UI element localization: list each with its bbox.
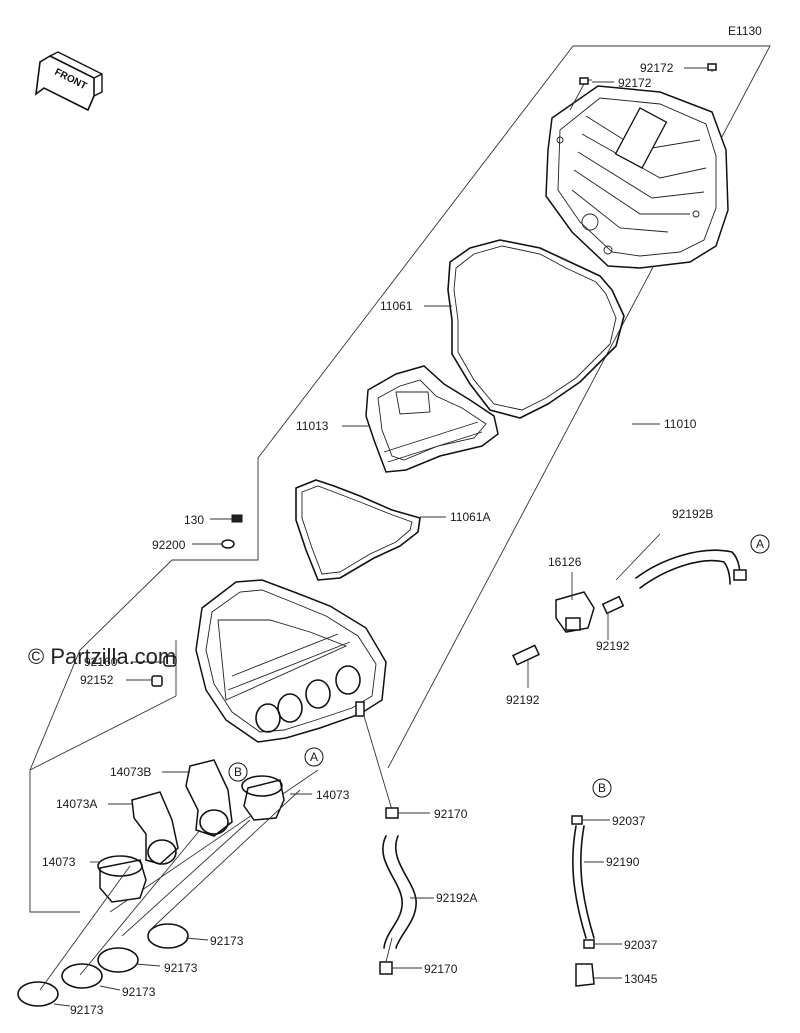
gasket-11061 xyxy=(447,239,625,419)
hose-92190 xyxy=(571,815,595,987)
front-arrow-icon: FRONT xyxy=(34,51,103,112)
callout-B-right: B xyxy=(592,778,612,798)
intake-duct-14073B xyxy=(185,759,233,837)
label-16126: 16126 xyxy=(548,555,582,569)
label-92192A: 92192A xyxy=(436,891,477,905)
washer-92200 xyxy=(192,539,235,549)
clamps-92173 xyxy=(17,923,189,1007)
part-labels: 92172 92172 11061 11013 11010 11061A 130… xyxy=(42,61,713,1017)
label-13045: 13045 xyxy=(624,972,658,986)
label-11061A: 11061A xyxy=(450,510,490,524)
diagram-code: E1130 xyxy=(728,24,762,38)
label-11013: 11013 xyxy=(296,419,329,433)
label-92173: 92173 xyxy=(164,961,198,975)
breather-hose-92192B xyxy=(635,549,747,589)
label-92192: 92192 xyxy=(596,639,630,653)
airbox-upper-cover xyxy=(545,85,729,269)
label-92173: 92173 xyxy=(210,934,244,948)
gasket-11061A xyxy=(295,479,421,581)
screw-92172 xyxy=(569,63,717,111)
label-92037: 92037 xyxy=(612,814,646,828)
label-92160: 92160 xyxy=(84,655,118,669)
airbox-lower-case xyxy=(195,579,387,743)
label-14073B: 14073B xyxy=(110,765,151,779)
svg-text:B: B xyxy=(598,781,606,795)
drain-hose-92192A xyxy=(363,715,417,975)
callout-B-left: B xyxy=(228,762,248,782)
intake-duct-14073A xyxy=(131,791,179,865)
label-92170: 92170 xyxy=(434,807,468,821)
hoses-92192 xyxy=(512,595,625,666)
label-14073A: 14073A xyxy=(56,797,97,811)
air-filter-element-11013 xyxy=(365,365,499,473)
intake-funnel-14073-left xyxy=(97,855,147,903)
label-92037: 92037 xyxy=(624,938,658,952)
label-92170: 92170 xyxy=(424,962,458,976)
label-92192B: 92192B xyxy=(672,507,713,521)
label-130: 130 xyxy=(184,513,204,527)
svg-text:B: B xyxy=(234,765,242,779)
svg-text:A: A xyxy=(310,750,318,764)
callout-A-upper: A xyxy=(750,534,770,554)
svg-text:A: A xyxy=(756,537,764,551)
leader-lines xyxy=(39,67,708,1007)
label-92172: 92172 xyxy=(618,76,652,90)
watermark: © Partzilla.com xyxy=(28,644,176,669)
label-92173: 92173 xyxy=(122,985,156,999)
intake-funnel-14073-right xyxy=(241,775,285,821)
label-92152: 92152 xyxy=(80,673,114,687)
label-92192: 92192 xyxy=(506,693,540,707)
label-14073: 14073 xyxy=(316,788,350,802)
bolt-130 xyxy=(210,514,243,523)
collar-92152 xyxy=(126,675,163,687)
label-11061: 11061 xyxy=(380,299,413,313)
valve-16126 xyxy=(555,591,595,633)
label-92190: 92190 xyxy=(606,855,640,869)
label-92172: 92172 xyxy=(640,61,674,75)
label-92173: 92173 xyxy=(70,1003,104,1017)
label-14073: 14073 xyxy=(42,855,76,869)
label-92200: 92200 xyxy=(152,538,186,552)
label-11010: 11010 xyxy=(664,417,697,431)
callout-A-lower: A xyxy=(304,747,324,767)
